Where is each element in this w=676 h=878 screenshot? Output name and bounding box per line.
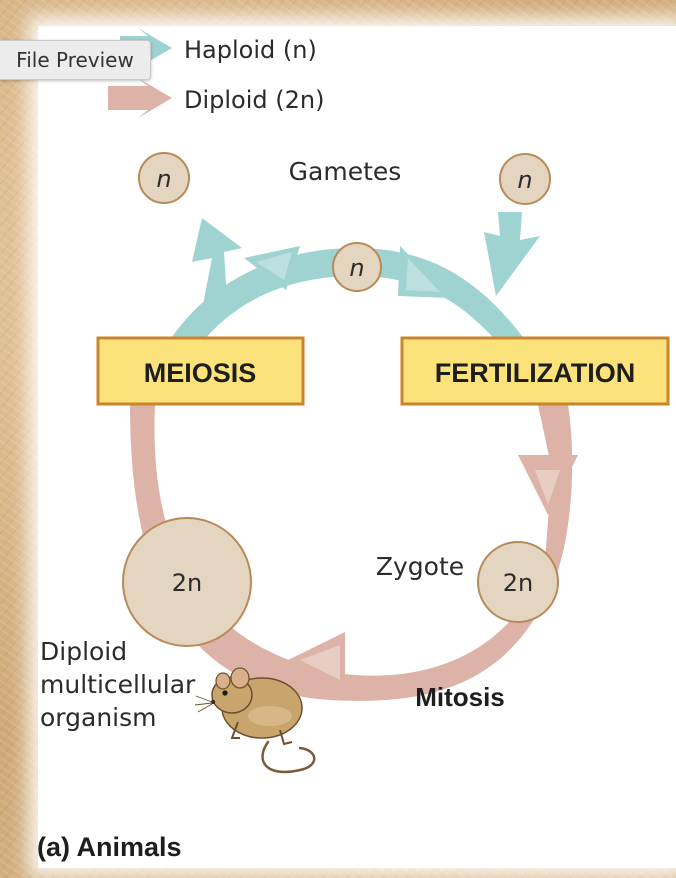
mouse-illustration — [194, 667, 316, 774]
haploid-arrow-from-right-gamete — [484, 212, 540, 296]
meiosis-label: MEIOSIS — [144, 358, 257, 388]
mitosis-label: Mitosis — [415, 682, 505, 712]
mitosis-arrowhead — [288, 632, 345, 690]
gamete-right-label: n — [517, 166, 532, 194]
organism-label-line1: Diploid — [40, 637, 127, 666]
gamete-left: n — [138, 152, 190, 204]
diploid-organism-cell-label: 2n — [172, 569, 202, 597]
haploid-arrowhead-top-left — [244, 246, 300, 290]
gamete-center-label: n — [349, 254, 364, 282]
haploid-legend-label: Haploid (n) — [184, 36, 317, 64]
gamete-center: n — [332, 242, 382, 292]
organism-label-line2: multicellular — [40, 670, 196, 699]
gametes-label: Gametes — [289, 157, 402, 186]
organism-label-line3: organism — [40, 703, 157, 732]
file-preview-button[interactable]: File Preview — [0, 40, 151, 80]
zygote-label: Zygote — [376, 552, 464, 581]
diploid-legend-arrow — [108, 78, 172, 118]
zygote-cell-label: 2n — [503, 569, 533, 597]
zygote-cell: 2n — [477, 541, 559, 623]
figure-caption: (a) Animals — [37, 832, 182, 862]
haploid-arrow-to-left-gamete — [192, 218, 242, 320]
diploid-legend-label: Diploid (2n) — [184, 86, 324, 114]
haploid-arrowhead-top-right — [398, 246, 450, 298]
diploid-organism-cell: 2n — [122, 517, 252, 647]
gamete-right: n — [499, 153, 551, 205]
diploid-arrowhead-right — [518, 455, 578, 515]
fertilization-box: FERTILIZATION — [400, 336, 670, 406]
fertilization-label: FERTILIZATION — [435, 358, 635, 388]
meiosis-box: MEIOSIS — [96, 336, 305, 406]
haploid-cycle-arc — [170, 248, 525, 345]
gamete-left-label: n — [156, 165, 171, 193]
